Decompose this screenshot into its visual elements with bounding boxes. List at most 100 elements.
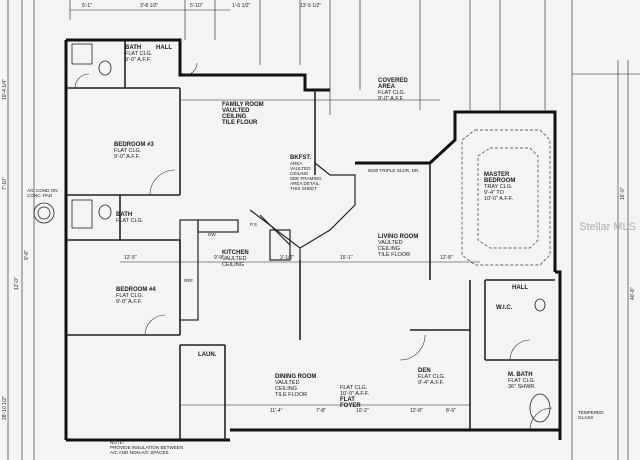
ac-note-line: A/C COND ON	[27, 188, 58, 193]
living-room-line: VAULTED	[378, 240, 403, 246]
dim-left-1: 10'-4 1/4"	[2, 78, 8, 100]
wic-label: W.I.C.	[496, 305, 512, 311]
foyer-line: 10'-0" A.F.F.	[340, 391, 369, 397]
stellar-mls-watermark: Stellar MLS	[579, 221, 636, 233]
dim-top-3: 5'-10"	[190, 3, 203, 9]
dim-mid-1: 12'-5"	[124, 255, 137, 261]
master-line: TRAY CLG.	[484, 184, 513, 190]
mbath-line: FLAT CLG.	[508, 378, 536, 384]
hall-top-label: HALL	[156, 45, 172, 51]
living-room-line: TILE FLOOR	[378, 252, 411, 258]
insulation-note-line: A/C AND NON-A/C SPACES	[110, 450, 169, 455]
hall-right-title: HALL	[512, 285, 528, 291]
dim-left-4: 12'-0"	[14, 277, 20, 290]
bath-mid-line: FLAT CLG.	[116, 218, 144, 224]
bedroom4-label: BEDROOM #4 FLAT CLG. 9'-0" A.F.F.	[116, 287, 156, 305]
kitchen-line: VAULTED	[222, 256, 247, 262]
insulation-note-line: PROVIDE INSULATION BETWEEN	[110, 445, 184, 450]
foyer-title: FOYER	[340, 403, 361, 409]
dim-mid-5: 12'-8"	[440, 255, 453, 261]
wic-title: W.I.C.	[496, 305, 513, 311]
ac-note-line: CONC. PAD	[27, 193, 53, 198]
slider-note-text: 8030 TRIPLE SLDR. DR.	[368, 168, 420, 173]
ac-pad-note: A/C COND ON CONC. PAD	[27, 188, 58, 198]
bath-top-line: FLAT CLG.	[125, 51, 153, 57]
dining-room-line: VAULTED	[275, 380, 300, 386]
dim-low-2: 7'-8"	[316, 408, 326, 414]
dining-room-line: CEILING	[275, 386, 298, 392]
master-line: 9'-4" TO	[484, 190, 504, 196]
den-line: FLAT CLG.	[418, 374, 446, 380]
master-title: MASTER	[484, 172, 510, 178]
kitchen-title: KITCHEN	[222, 250, 249, 256]
kitchen-label: KITCHEN VAULTED CEILING	[222, 250, 249, 268]
family-room-line: TILE FLOUR	[222, 120, 258, 126]
dim-right-2: 40'-8"	[630, 287, 636, 300]
bkfst-line: AREA DETAIL	[290, 181, 320, 186]
foyer-label: FLAT CLG. 10'-0" A.F.F. FLAT FOYER	[340, 385, 369, 409]
dim-top-1: 5'-1"	[82, 3, 92, 9]
slider-note: 8030 TRIPLE SLDR. DR.	[368, 168, 420, 173]
bkfst-line: AREA	[290, 161, 303, 166]
bkfst-title: BKFST.	[290, 155, 311, 161]
bedroom4-line: 9'-0" A.F.F.	[116, 299, 142, 305]
den-title: DEN	[418, 368, 431, 374]
family-room-line: VAULTED	[222, 108, 250, 114]
dining-room-title: DINING ROOM	[275, 374, 317, 380]
dim-low-5: 8'-6"	[446, 408, 456, 414]
living-room-label: LIVING ROOM VAULTED CEILING TILE FLOOR	[378, 234, 418, 258]
hall-right-label: HALL	[512, 285, 528, 291]
mbath-title: M. BATH	[508, 372, 533, 378]
bkfst-line: THIS SHEET	[290, 186, 318, 191]
dim-top-4: 1'-6 1/2"	[232, 3, 251, 9]
bedroom3-line: FLAT CLG.	[114, 148, 142, 154]
dim-mid-3: 3'-1/2"	[280, 255, 295, 261]
tempered-note-line: GLASS	[578, 415, 594, 420]
dim-right-1: 16'-0"	[620, 187, 626, 200]
dim-left-2: 7'-10"	[2, 177, 8, 190]
foyer-title: FLAT	[340, 397, 355, 403]
dim-top-2: 3'-8 1/2"	[140, 3, 159, 9]
covered-area-label: COVERED AREA FLAT CLG. 9'-0" A.F.F.	[378, 78, 408, 102]
bath-top-label: BATH FLAT CLG. 9'-0" A.F.F.	[125, 45, 152, 63]
covered-area-line: FLAT CLG.	[378, 90, 406, 96]
refrigerator-note: REF.	[184, 278, 194, 283]
family-room-line: CEILING	[222, 114, 247, 120]
pantry-note: P.S.	[250, 222, 258, 227]
bedroom3-line: 9'-0" A.F.F.	[114, 154, 140, 160]
dim-low-4: 12'-8"	[410, 408, 423, 414]
bath-top-title: BATH	[125, 45, 142, 51]
laundry-label: LAUN.	[198, 352, 216, 358]
covered-area-line: 9'-0" A.F.F.	[378, 96, 404, 102]
bedroom3-title: BEDROOM #3	[114, 142, 154, 148]
dishwasher-note-text: DW	[208, 232, 216, 237]
master-title: BEDROOM	[484, 178, 516, 184]
mbath-label: M. BATH FLAT CLG. 36" SHWR.	[508, 372, 536, 390]
dim-low-1: 11'-4"	[270, 408, 283, 414]
bkfst-line: SEE FRAMING	[290, 176, 322, 181]
tempered-note-line: TEMPERED	[578, 410, 604, 415]
dim-left-5: 9'-6"	[24, 250, 30, 260]
insulation-note: NOTE: PROVIDE INSULATION BETWEEN A/C AND…	[110, 440, 183, 455]
den-line: 9'-4" A.F.F.	[418, 380, 444, 386]
bath-top-line: 9'-0" A.F.F.	[125, 57, 151, 63]
living-room-title: LIVING ROOM	[378, 234, 419, 240]
bkfst-line: VAULTED	[290, 166, 311, 171]
bedroom4-title: BEDROOM #4	[116, 287, 156, 293]
living-room-line: CEILING	[378, 246, 401, 252]
dim-mid-2: 9'-9"	[214, 255, 224, 261]
dining-room-label: DINING ROOM VAULTED CEILING TILE FLOOR	[275, 374, 316, 398]
bkfst-line: CEILING	[290, 171, 309, 176]
bath-mid-label: BATH FLAT CLG.	[116, 212, 143, 224]
master-bedroom-label: MASTER BEDROOM TRAY CLG. 9'-4" TO 10'-0"…	[484, 172, 515, 202]
mbath-note: 36" SHWR.	[508, 384, 536, 390]
family-room-title: FAMILY ROOM	[222, 102, 264, 108]
covered-area-title: AREA	[378, 84, 396, 90]
kitchen-line: CEILING	[222, 262, 245, 268]
hall-top-title: HALL	[156, 45, 172, 51]
den-label: DEN FLAT CLG. 9'-4" A.F.F.	[418, 368, 445, 386]
dining-room-line: TILE FLOOR	[275, 392, 308, 398]
dim-low-3: 10'-2"	[356, 408, 369, 414]
pantry-note-text: P.S.	[250, 222, 259, 227]
